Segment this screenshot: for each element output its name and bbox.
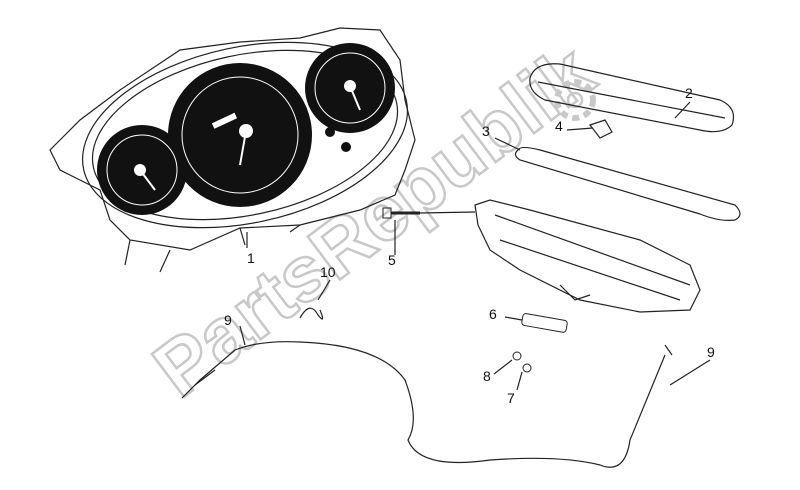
bulb-holder (521, 313, 568, 333)
callout-6: 6 (489, 306, 497, 322)
speedometer-cable (181, 341, 666, 468)
leader-lines (239, 101, 711, 391)
cable-clip (299, 307, 324, 320)
callout-2: 2 (685, 85, 693, 101)
bulb (512, 351, 522, 361)
callout-5: 5 (388, 252, 396, 268)
callout-4: 4 (555, 118, 563, 134)
cover (529, 63, 735, 139)
bulb (522, 363, 532, 373)
callout-3: 3 (482, 123, 490, 139)
screw (382, 207, 476, 219)
instrument-cluster (49, 27, 416, 273)
callout-9: 9 (224, 312, 232, 328)
callout-8: 8 (483, 368, 491, 384)
gasket (514, 146, 741, 221)
callout-10: 10 (320, 264, 336, 280)
gear-icon (554, 79, 596, 121)
rear-housing (474, 199, 701, 313)
callout-9b: 9 (707, 344, 715, 360)
callout-7: 7 (507, 390, 515, 406)
callout-1: 1 (247, 250, 255, 266)
